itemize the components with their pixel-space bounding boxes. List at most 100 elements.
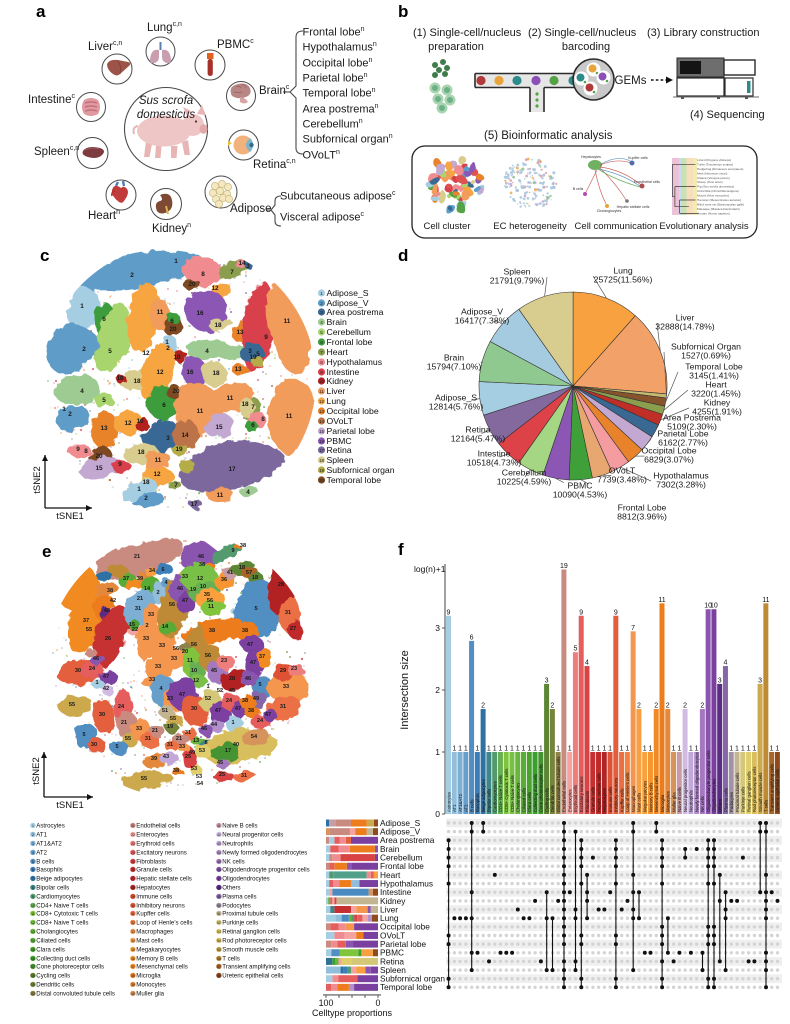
svg-text:9: 9 xyxy=(320,369,323,374)
svg-text:2: 2 xyxy=(435,685,440,695)
svg-text:38: 38 xyxy=(248,708,254,714)
svg-text:Adipose_V: Adipose_V xyxy=(380,827,421,837)
svg-text:tSNE2: tSNE2 xyxy=(32,466,43,493)
svg-text:1: 1 xyxy=(770,746,774,753)
svg-text:Beige adipocytes: Beige adipocytes xyxy=(36,876,82,883)
svg-text:1: 1 xyxy=(137,486,141,493)
svg-text:10: 10 xyxy=(31,903,35,907)
svg-text:34: 34 xyxy=(131,939,135,943)
svg-text:14: 14 xyxy=(144,586,151,592)
svg-text:30: 30 xyxy=(91,742,97,748)
svg-text:1: 1 xyxy=(729,746,733,753)
svg-text:1: 1 xyxy=(556,746,560,753)
svg-text:OVoLT: OVoLT xyxy=(327,416,354,426)
svg-text:Loop of Henle’s cells: Loop of Henle’s cells xyxy=(625,772,630,812)
svg-text:47: 47 xyxy=(235,706,241,712)
svg-text:Memory B cells: Memory B cells xyxy=(136,955,178,962)
svg-text:20: 20 xyxy=(188,281,196,288)
svg-text:CD4+ Naive T cells: CD4+ Naive T cells xyxy=(36,902,88,909)
svg-text:Rod photoreceptor cells: Rod photoreceptor cells xyxy=(752,767,757,812)
svg-text:21: 21 xyxy=(121,720,127,726)
svg-text:5: 5 xyxy=(254,606,257,612)
svg-text:log(n)+1: log(n)+1 xyxy=(414,564,446,574)
svg-text:Enterocytes: Enterocytes xyxy=(567,789,572,812)
svg-text:Mink (Neovison vison): Mink (Neovison vison) xyxy=(697,171,727,175)
svg-text:11: 11 xyxy=(762,597,769,604)
svg-text:Macrophages: Macrophages xyxy=(631,786,636,812)
svg-text:11: 11 xyxy=(155,457,162,464)
svg-text:2: 2 xyxy=(550,703,554,710)
svg-text:1: 1 xyxy=(527,746,531,753)
svg-text:Monocytes: Monocytes xyxy=(136,982,165,989)
svg-text:1: 1 xyxy=(522,746,526,753)
svg-text:Occipital lobe: Occipital lobe xyxy=(327,406,379,416)
svg-text:31: 31 xyxy=(135,606,141,612)
svg-text:47: 47 xyxy=(182,598,188,604)
svg-text:10: 10 xyxy=(173,354,181,361)
svg-text:Neural progenitor cells: Neural progenitor cells xyxy=(222,832,283,839)
svg-text:18: 18 xyxy=(31,974,35,978)
svg-text:28: 28 xyxy=(278,582,284,588)
svg-text:5: 5 xyxy=(573,646,577,653)
svg-text:Sus scrofa: Sus scrofa xyxy=(139,95,193,107)
svg-text:2: 2 xyxy=(654,703,658,710)
svg-text:9: 9 xyxy=(76,446,80,453)
svg-text:Hypothalamus: Hypothalamus xyxy=(380,879,433,889)
svg-text:45: 45 xyxy=(217,859,221,863)
svg-text:20: 20 xyxy=(319,478,325,483)
svg-text:11: 11 xyxy=(208,604,214,610)
svg-text:56: 56 xyxy=(217,956,221,960)
svg-text:9: 9 xyxy=(32,895,34,899)
svg-text:Ureteric epithelial cells: Ureteric epithelial cells xyxy=(222,973,283,980)
svg-text:38: 38 xyxy=(209,628,215,634)
svg-text:Inhibitory neurons: Inhibitory neurons xyxy=(136,902,184,909)
svg-text:33: 33 xyxy=(159,643,165,649)
svg-text:Pig (Sus scrofa domestica): Pig (Sus scrofa domestica) xyxy=(697,185,734,189)
svg-text:Proximal tubule cells: Proximal tubule cells xyxy=(222,911,278,918)
svg-text:1: 1 xyxy=(206,684,209,690)
svg-text:53: 53 xyxy=(196,774,202,780)
svg-text:Occipital lobe: Occipital lobe xyxy=(380,922,430,932)
svg-text:36: 36 xyxy=(131,956,135,960)
svg-text:1: 1 xyxy=(231,720,234,726)
svg-text:33: 33 xyxy=(131,930,135,934)
svg-text:52: 52 xyxy=(217,921,221,925)
svg-text:52: 52 xyxy=(205,696,211,702)
svg-text:47: 47 xyxy=(265,712,271,718)
svg-text:11: 11 xyxy=(217,492,224,499)
svg-text:Smooth muscle cells: Smooth muscle cells xyxy=(758,773,763,812)
svg-text:CD4+ Naive T cells: CD4+ Naive T cells xyxy=(498,775,503,812)
svg-text:Parietal lobe: Parietal lobe xyxy=(327,426,375,436)
svg-text:37: 37 xyxy=(123,576,129,582)
svg-text:1: 1 xyxy=(95,680,98,686)
svg-text:Macrophages: Macrophages xyxy=(136,929,173,936)
svg-text:46: 46 xyxy=(201,726,207,732)
svg-text:20: 20 xyxy=(95,453,103,460)
svg-text:Spleen: Spleen xyxy=(380,965,406,975)
svg-text:Hepatocytes: Hepatocytes xyxy=(581,155,601,159)
svg-text:42: 42 xyxy=(103,686,109,692)
svg-text:9: 9 xyxy=(118,461,122,468)
svg-text:57: 57 xyxy=(217,965,221,969)
svg-text:Lung: Lung xyxy=(327,396,346,406)
svg-text:47: 47 xyxy=(215,708,221,714)
svg-text:31: 31 xyxy=(285,610,291,616)
svg-text:12: 12 xyxy=(197,576,203,582)
svg-text:1: 1 xyxy=(539,746,543,753)
svg-text:Temporal lobe: Temporal lobe xyxy=(380,982,433,992)
svg-text:12: 12 xyxy=(124,420,132,427)
svg-text:17: 17 xyxy=(190,501,198,508)
svg-text:Mast cells: Mast cells xyxy=(136,937,163,944)
svg-text:7: 7 xyxy=(251,404,255,411)
svg-text:46: 46 xyxy=(245,676,251,682)
svg-text:Erythroid cells: Erythroid cells xyxy=(573,785,578,812)
svg-text:Collecting duct cells: Collecting duct cells xyxy=(533,774,538,812)
svg-text:37: 37 xyxy=(83,618,89,624)
svg-text:PBMC: PBMC xyxy=(327,436,352,446)
svg-text:Dendritic cells: Dendritic cells xyxy=(550,785,555,812)
svg-text:Granule cells: Granule cells xyxy=(136,867,172,874)
svg-text:5: 5 xyxy=(32,859,34,863)
svg-text:1: 1 xyxy=(568,746,572,753)
svg-text:33: 33 xyxy=(283,684,289,690)
svg-text:33: 33 xyxy=(167,696,173,702)
